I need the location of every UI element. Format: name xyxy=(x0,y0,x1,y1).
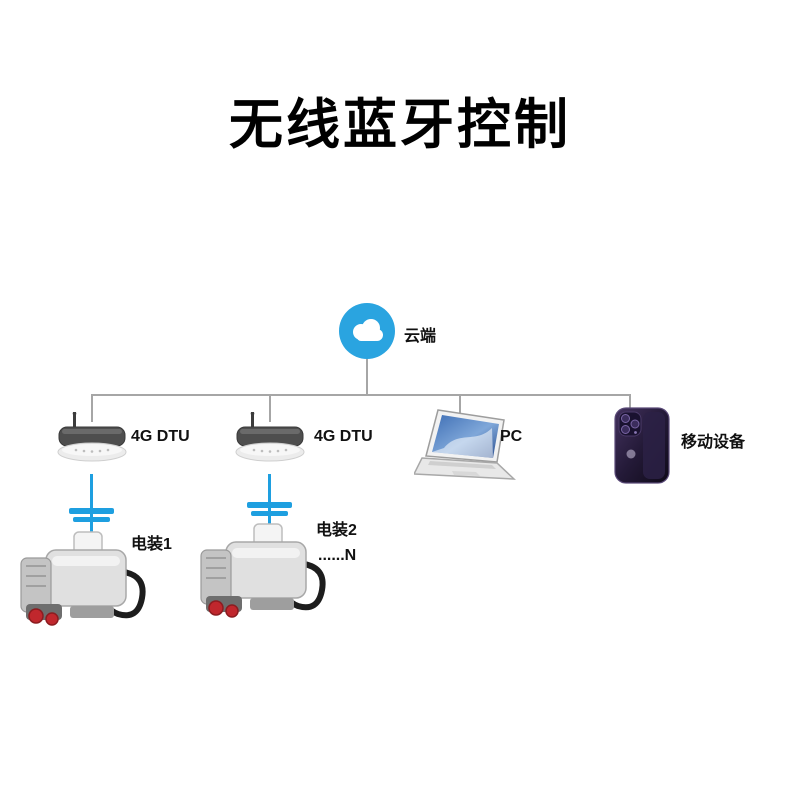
cloud-glyph xyxy=(353,319,383,341)
dtu-router-icon xyxy=(235,411,305,462)
connector-drop-mobile xyxy=(629,394,631,412)
dtu2-label: 4G DTU xyxy=(314,428,373,445)
pc-label: PC xyxy=(500,428,523,445)
smartphone-icon xyxy=(614,407,670,484)
pc-node xyxy=(412,408,524,495)
actuator-more-label: ......N xyxy=(318,547,357,564)
mobile-node xyxy=(608,406,676,491)
bluetooth-link-line-1 xyxy=(90,474,93,540)
dtu2-node xyxy=(234,411,306,479)
actuator-icon xyxy=(20,531,146,626)
cloud-label: 云端 xyxy=(404,328,437,345)
connector-main-horizontal xyxy=(91,394,631,396)
page-title: 无线蓝牙控制 xyxy=(229,95,571,155)
bluetooth-link-icon xyxy=(247,502,292,508)
antenna xyxy=(73,412,76,428)
actuator-icon xyxy=(200,523,326,618)
cloud-node xyxy=(339,303,395,359)
dtu1-label: 4G DTU xyxy=(131,428,190,445)
bluetooth-link-icon xyxy=(251,511,288,516)
antenna xyxy=(251,412,254,428)
connector-drop-pc xyxy=(459,394,461,416)
mobile-label: 移动设备 xyxy=(681,434,746,451)
actuator1-node xyxy=(12,524,162,637)
dtu1-node xyxy=(56,411,128,479)
laptop-icon xyxy=(412,409,516,480)
connector-cloud-drop xyxy=(366,358,368,395)
bluetooth-link-icon xyxy=(69,508,114,514)
dtu-router-icon xyxy=(57,411,127,462)
actuator2-node xyxy=(192,516,342,629)
cloud-icon xyxy=(339,303,395,359)
bluetooth-link-icon xyxy=(73,517,110,522)
connector-drop-dtu2 xyxy=(269,394,271,422)
connector-drop-dtu1 xyxy=(91,394,93,422)
actuator1-label: 电装1 xyxy=(131,536,172,553)
actuator2-label: 电装2 xyxy=(316,522,357,539)
